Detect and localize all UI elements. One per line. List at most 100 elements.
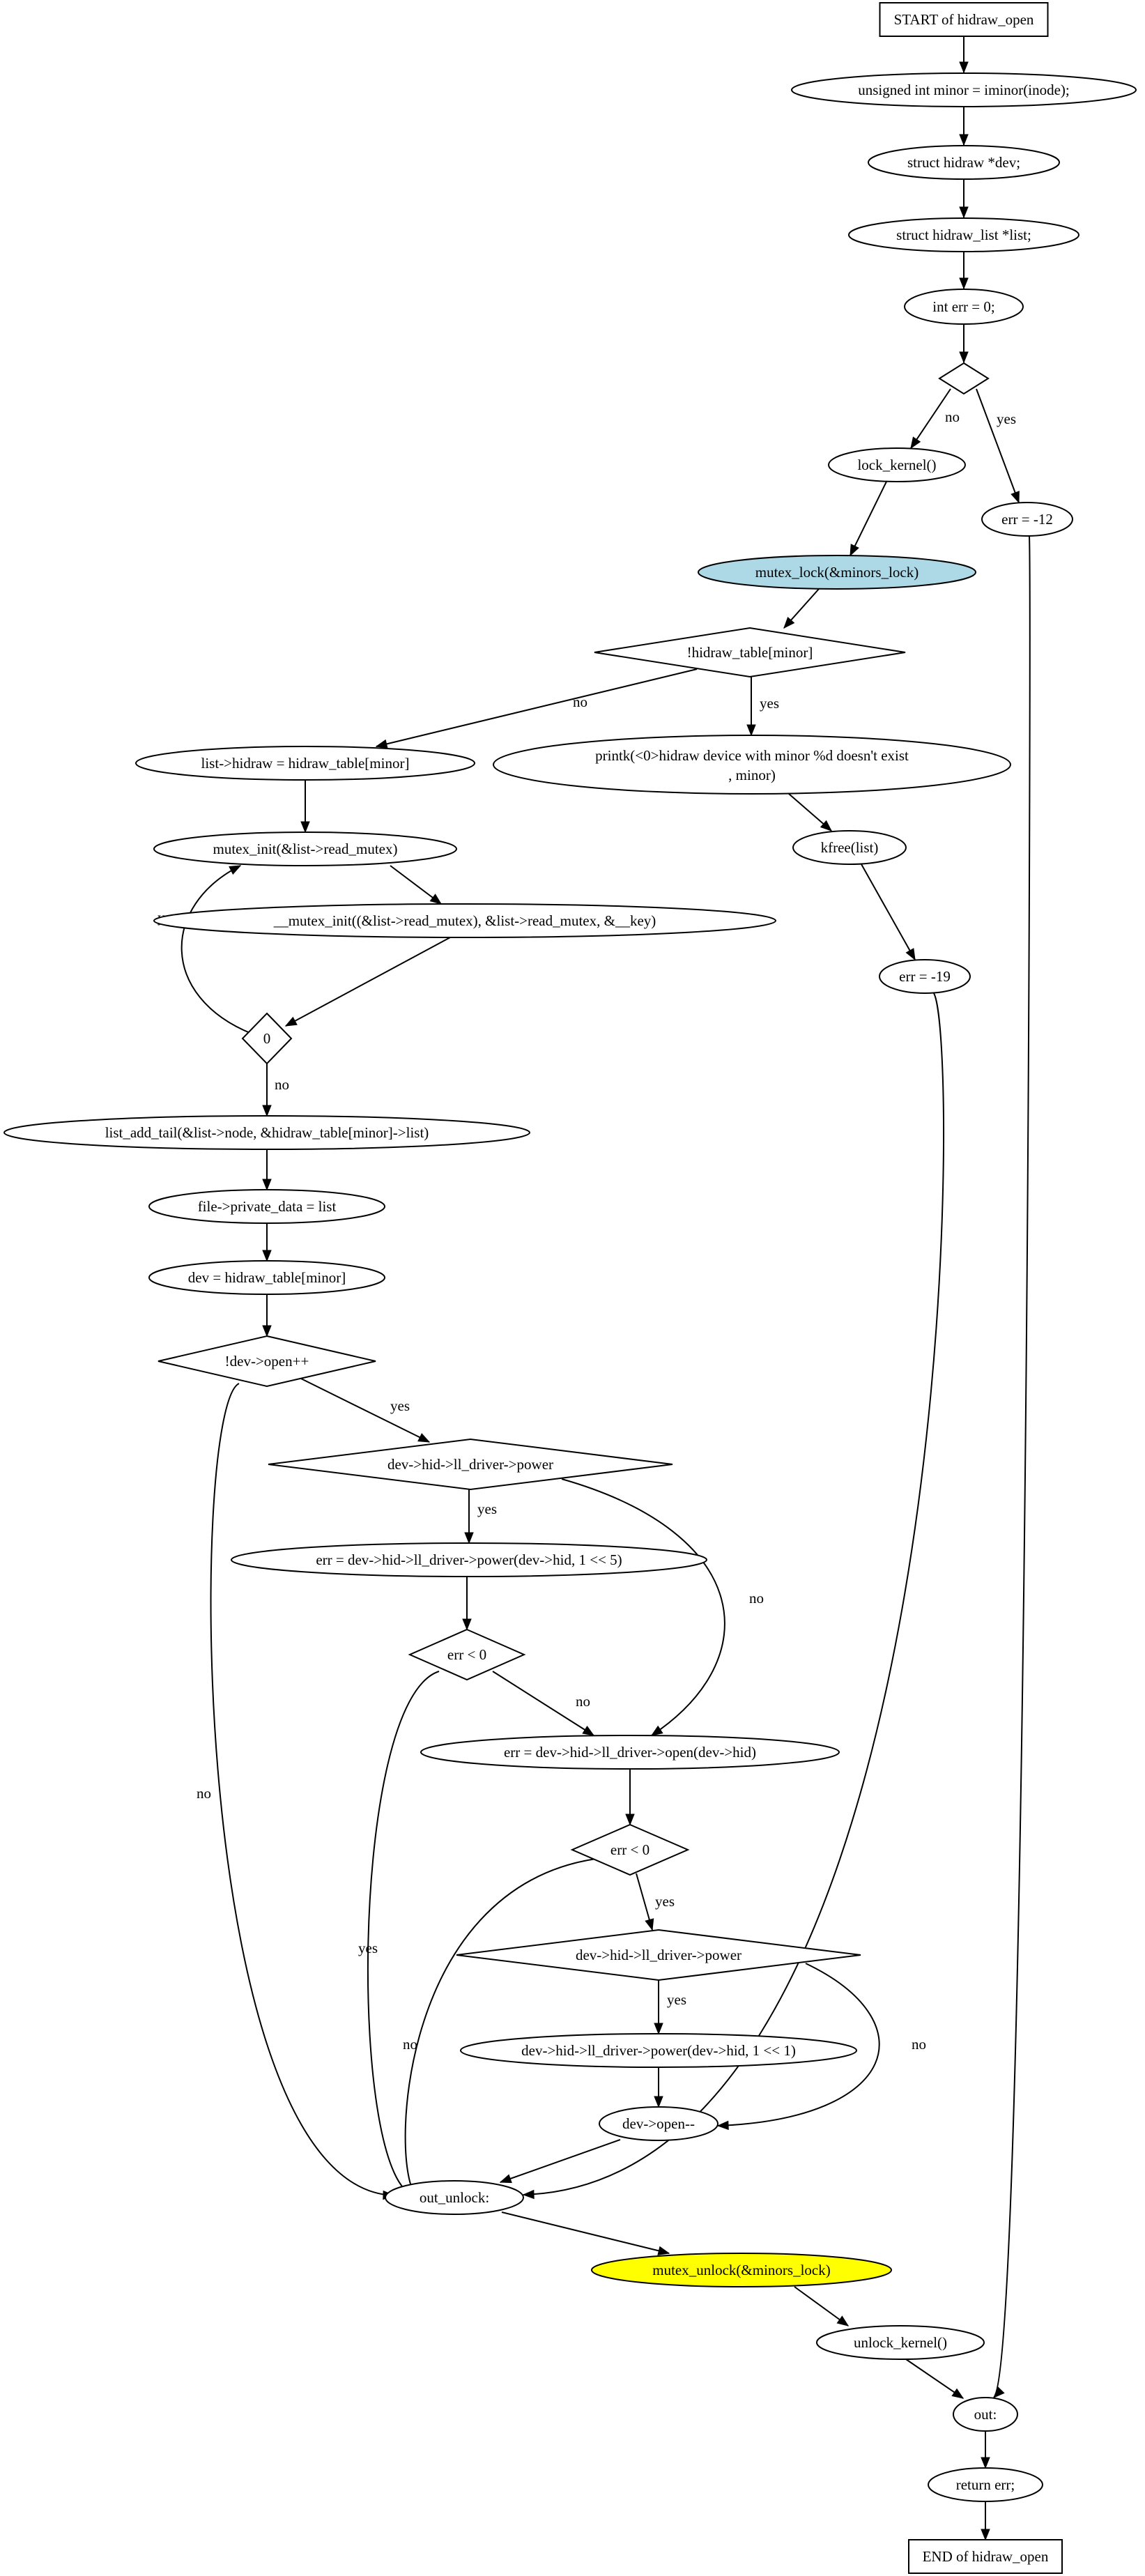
node-d1[interactable] xyxy=(938,362,990,395)
node-n3[interactable]: struct hidraw_list *list; xyxy=(848,217,1079,252)
node-label: 0 xyxy=(263,1030,271,1047)
node-od[interactable]: dev->open-- xyxy=(599,2106,718,2141)
node-out[interactable]: out: xyxy=(953,2397,1018,2432)
node-mi[interactable]: mutex_init(&list->read_mutex) xyxy=(153,831,457,866)
edge-label: no xyxy=(912,2036,926,2053)
arrow-head xyxy=(522,2189,535,2200)
edge-od-ou xyxy=(499,2139,621,2184)
node-la[interactable]: list_add_tail(&list->node, &hidraw_table… xyxy=(3,1115,530,1150)
arrow-head xyxy=(262,1325,272,1337)
edge-p1-od xyxy=(654,2067,663,2108)
edge-label: no xyxy=(403,2036,417,2053)
node-ret[interactable]: return err; xyxy=(928,2467,1043,2502)
arrow-head xyxy=(464,1532,474,1544)
node-ou[interactable]: out_unlock: xyxy=(385,2180,524,2215)
diamond-shape xyxy=(594,627,906,678)
edge-d4-eo: no xyxy=(561,1478,764,1736)
diamond-shape xyxy=(570,1823,690,1876)
node-pk[interactable]: printk(<0>hidraw device with minor %d do… xyxy=(493,735,1011,795)
edge-line xyxy=(794,2286,849,2326)
node-d6[interactable]: err < 0 xyxy=(570,1823,690,1876)
node-n1[interactable]: unsigned int minor = iminor(inode); xyxy=(791,72,1137,107)
arrow-head xyxy=(959,277,969,290)
node-n2[interactable]: struct hidraw *dev; xyxy=(868,145,1060,180)
arrow-head xyxy=(229,865,242,875)
node-lk[interactable]: lock_kernel() xyxy=(828,447,966,482)
edge-line xyxy=(500,2139,621,2183)
arrow-head xyxy=(783,616,795,629)
node-label: int err = 0; xyxy=(932,298,994,315)
node-uk[interactable]: unlock_kernel() xyxy=(816,2325,985,2360)
node-eo[interactable]: err = dev->hid->ll_driver->open(dev->hid… xyxy=(420,1735,840,1770)
edge-line xyxy=(861,864,916,960)
edge-lk-ml xyxy=(850,481,887,557)
edge-d3-ou: no xyxy=(197,1383,395,2200)
edge-label: yes xyxy=(390,1397,410,1414)
node-label: dev->hid->ll_driver->power xyxy=(387,1456,553,1473)
node-d3[interactable]: !dev->open++ xyxy=(157,1335,376,1388)
node-e12[interactable]: err = -12 xyxy=(981,502,1073,537)
arrow-head xyxy=(716,2120,729,2131)
ellipse-shape xyxy=(3,1115,530,1150)
ellipse-shape xyxy=(791,72,1137,107)
node-ep[interactable]: err = dev->hid->ll_driver->power(dev->hi… xyxy=(231,1542,707,1577)
edge-line xyxy=(210,1383,394,2196)
ellipse-shape xyxy=(135,746,475,781)
node-d7[interactable]: dev->hid->ll_driver->power xyxy=(456,1929,861,1981)
edge-fp-dv xyxy=(262,1223,272,1262)
edge-label: no xyxy=(197,1785,211,1802)
edge-line xyxy=(523,992,944,2195)
edge-ret-end xyxy=(981,2501,990,2541)
arrow-head xyxy=(836,2315,850,2326)
arrow-head xyxy=(951,2388,965,2399)
node-mi2[interactable]: __mutex_init((&list->read_mutex), &list-… xyxy=(153,903,776,938)
node-d2[interactable]: !hidraw_table[minor] xyxy=(594,627,906,678)
node-ml[interactable]: mutex_lock(&minors_lock) xyxy=(698,555,976,590)
edge-start-n1 xyxy=(959,37,969,74)
node-label: lock_kernel() xyxy=(857,457,936,473)
edge-d0-la: no xyxy=(262,1064,289,1117)
node-d0[interactable]: 0 xyxy=(241,1012,293,1065)
node-p1[interactable]: dev->hid->ll_driver->power(dev->hid, 1 <… xyxy=(460,2033,857,2068)
node-label: mutex_init(&list->read_mutex) xyxy=(213,841,398,857)
node-label: out: xyxy=(974,2406,997,2423)
arrow-head xyxy=(262,1105,272,1117)
node-mu[interactable]: mutex_unlock(&minors_lock) xyxy=(591,2253,892,2287)
node-label: dev->hid->ll_driver->power(dev->hid, 1 <… xyxy=(521,2042,796,2059)
ellipse-shape xyxy=(599,2106,718,2141)
node-n4[interactable]: int err = 0; xyxy=(904,289,1024,325)
node-dv[interactable]: dev = hidraw_table[minor] xyxy=(148,1260,385,1295)
edge-ep-d5 xyxy=(462,1577,472,1631)
edge-line xyxy=(501,2211,670,2254)
edge-line xyxy=(492,1671,594,1736)
diamond-shape xyxy=(938,362,990,395)
node-d4[interactable]: dev->hid->ll_driver->power xyxy=(268,1438,673,1491)
edge-d4-ep: yes xyxy=(464,1489,497,1544)
ellipse-shape xyxy=(460,2033,857,2068)
node-end[interactable]: END of hidraw_open xyxy=(908,2539,1063,2574)
node-label: !dev->open++ xyxy=(225,1353,309,1370)
node-fp[interactable]: file->private_data = list xyxy=(148,1189,385,1224)
node-d5[interactable]: err < 0 xyxy=(408,1628,526,1681)
edge-e19-ou xyxy=(522,992,944,2200)
edge-n4-d1 xyxy=(959,325,969,364)
arrow-head xyxy=(654,2096,663,2108)
node-e19[interactable]: err = -19 xyxy=(879,959,971,994)
ellipse-shape xyxy=(904,289,1024,325)
nodes-layer: START of hidraw_open unsigned int minor =… xyxy=(3,2,1137,2574)
ellipse-shape xyxy=(816,2325,985,2360)
node-label: err < 0 xyxy=(610,1841,650,1858)
edge-d6-d7: yes xyxy=(636,1873,675,1931)
node-label: list->hidraw = hidraw_table[minor] xyxy=(201,755,410,772)
arrow-head xyxy=(850,544,859,557)
node-lh[interactable]: list->hidraw = hidraw_table[minor] xyxy=(135,746,475,781)
node-start[interactable]: START of hidraw_open xyxy=(879,2,1049,37)
node-label: err = -12 xyxy=(1001,511,1053,528)
diamond-shape xyxy=(456,1929,861,1981)
ellipse-shape xyxy=(385,2180,524,2215)
node-label: printk(<0>hidraw device with minor %d do… xyxy=(595,747,909,764)
edge-label: yes xyxy=(358,1940,378,1956)
node-kf[interactable]: kfree(list) xyxy=(792,830,907,865)
arrow-head xyxy=(959,351,969,364)
